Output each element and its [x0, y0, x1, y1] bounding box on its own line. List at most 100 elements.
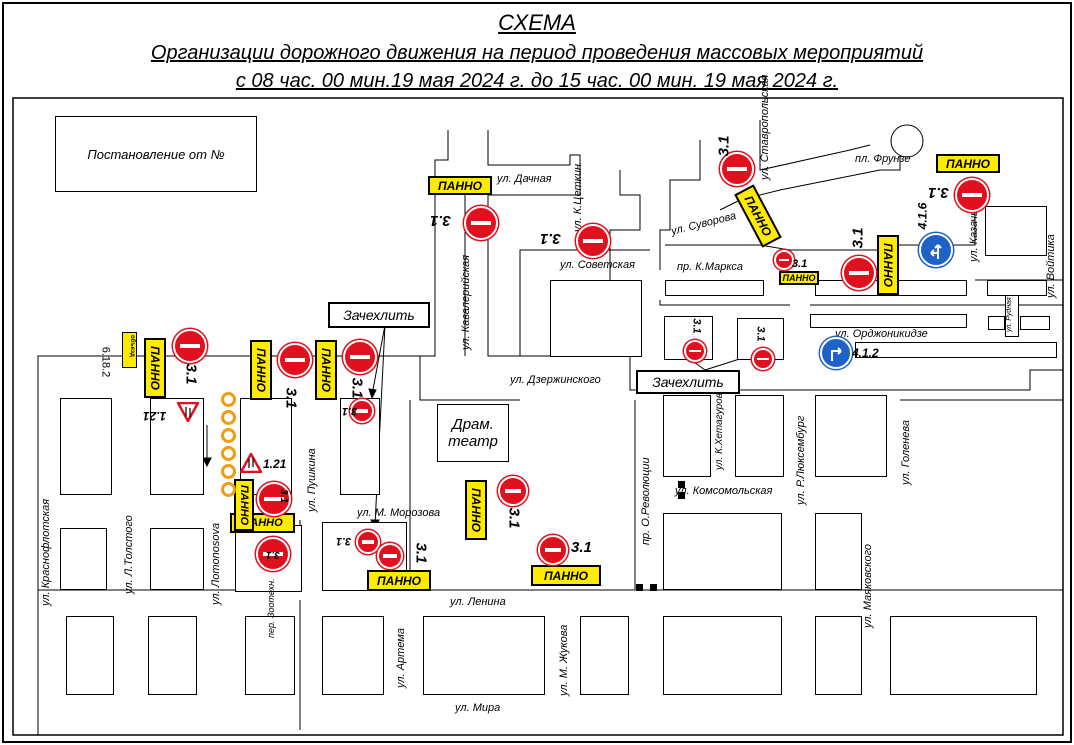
block — [985, 206, 1047, 256]
no-entry-icon — [774, 250, 794, 270]
street-dachnaya: ул. Дачная — [497, 173, 552, 185]
street-kavaleriyskaya: ул. Кавалерийская — [460, 254, 472, 350]
sign-code-3-1: 3.1 — [266, 549, 280, 560]
street-pushkina: ул. Пушкина — [306, 448, 318, 512]
no-entry-icon — [538, 535, 568, 565]
block — [810, 314, 967, 328]
cover-sign-note: Зачехлить — [328, 302, 430, 328]
sign-code-6-18-2: 6.18.2 — [99, 346, 112, 378]
panno-sign: ПАННО — [936, 154, 1000, 173]
block — [815, 513, 862, 590]
sign-code-3-1: 3.1 — [715, 135, 733, 157]
block — [1005, 295, 1019, 337]
two-way-warning-icon — [240, 453, 262, 473]
block — [1020, 316, 1050, 330]
street-tsetkin: ул. К.Цеткин — [572, 164, 584, 232]
street-ordzhonikidze: ул. Орджоникидзе — [835, 328, 928, 340]
block — [987, 280, 1047, 296]
street-krasnoflotskaya: ул. Краснофлотская — [40, 498, 52, 606]
barrier-marker — [636, 584, 643, 591]
block — [663, 513, 782, 590]
street-sovetskaya: ул. Советская — [560, 259, 635, 271]
no-entry-icon — [684, 340, 706, 362]
street-mira: ул. Мира — [455, 702, 501, 714]
no-entry-icon — [356, 530, 380, 554]
block — [815, 616, 862, 695]
title-subtitle: Организации дорожного движения на период… — [150, 42, 924, 64]
sign-code-3-1: 3.1 — [277, 489, 289, 503]
no-entry-icon — [343, 340, 377, 374]
street-tolstogo: ул. Л.Толстого — [123, 515, 135, 594]
sign-code-3-1: 3.1 — [792, 258, 808, 270]
panno-sign: ПАННО — [250, 340, 272, 400]
no-entry-icon — [752, 348, 774, 370]
block — [245, 616, 295, 695]
sign-code-3-1: 3.1 — [348, 377, 366, 399]
no-entry-icon — [464, 206, 498, 240]
no-entry-icon — [256, 537, 290, 571]
sign-code-3-1: 3.1 — [430, 212, 451, 229]
title-schema: СХЕМА — [498, 10, 576, 35]
panno-sign: ПАННО — [234, 479, 254, 531]
detour-sign: объезд — [122, 332, 137, 368]
street-khetagurova: ул. К.Хетагурова — [714, 387, 725, 470]
straight-or-left-icon — [919, 233, 953, 267]
panno-sign: ПАННО — [779, 271, 819, 285]
sign-code-3-1: 3.1 — [505, 507, 523, 529]
two-way-warning-icon — [177, 402, 199, 422]
block — [815, 395, 887, 477]
sign-code-3-1: 3.1 — [849, 227, 867, 249]
street-dzerzhinskogo: ул. Дзержинского — [510, 374, 601, 386]
traffic-cone-icon — [221, 446, 236, 461]
street-goleneva: ул. Голенева — [900, 419, 912, 485]
sign-code-3-1: 3.1 — [928, 184, 949, 201]
block — [60, 528, 107, 590]
traffic-cone-icon — [221, 392, 236, 407]
title-period: с 08 час. 00 мин.19 мая 2024 г. до 15 ча… — [235, 70, 839, 92]
block — [322, 616, 384, 695]
block — [150, 398, 204, 495]
street-zhukova: ул. М. Жукова — [558, 624, 570, 696]
panno-sign: ПАННО — [144, 338, 166, 398]
sign-code-3-1: 3.1 — [336, 535, 352, 547]
block — [855, 342, 1057, 358]
block — [663, 616, 782, 695]
block — [665, 280, 764, 296]
barrier-marker — [650, 584, 657, 591]
street-artema: ул. Артема — [395, 628, 407, 688]
sign-code-3-1: 3.1 — [571, 539, 592, 556]
block — [423, 616, 545, 695]
panno-sign: ПАННО — [367, 570, 431, 591]
street-marksa: пр. К.Маркса — [677, 261, 744, 273]
block — [550, 280, 642, 357]
block — [890, 616, 1037, 695]
sign-code-3-1: 3.1 — [182, 363, 200, 385]
street-voytika: ул. Войтика — [1045, 234, 1057, 298]
sign-code-3-1: 3.1 — [342, 405, 358, 417]
sign-code-1-21: 1.21 — [263, 457, 287, 471]
no-entry-icon — [350, 399, 374, 423]
street-revolyutsii: пр. О.Революции — [640, 457, 652, 545]
block — [240, 398, 292, 495]
sign-code-3-1: 3.1 — [754, 326, 767, 342]
cover-sign-note: Зачехлить — [636, 370, 740, 394]
sign-code-4-1-6: 4.1.6 — [915, 202, 930, 230]
no-entry-icon — [955, 178, 989, 212]
sign-code-4-1-2: 4.1.2 — [852, 346, 879, 360]
block — [60, 398, 112, 495]
street-komsomolskaya: ул. Комсомольская — [675, 485, 773, 497]
barrier-marker — [678, 492, 685, 499]
street-lyuksemburg: ул. Р.Люксембург — [795, 415, 807, 505]
block — [663, 395, 711, 477]
traffic-cone-icon — [221, 464, 236, 479]
street-zootekhn: пер. Зоотехн. — [266, 578, 276, 638]
block — [580, 616, 629, 695]
no-entry-icon — [377, 543, 403, 569]
traffic-cone-icon — [221, 428, 236, 443]
panno-sign: ПАННО — [315, 340, 337, 400]
street-lomonosova: ул. Лomonosova — [210, 522, 222, 605]
traffic-cone-icon — [221, 410, 236, 425]
sign-code-3-1: 3.1 — [690, 318, 703, 334]
no-entry-icon — [720, 152, 754, 186]
theatre-line2: театр — [448, 433, 498, 450]
